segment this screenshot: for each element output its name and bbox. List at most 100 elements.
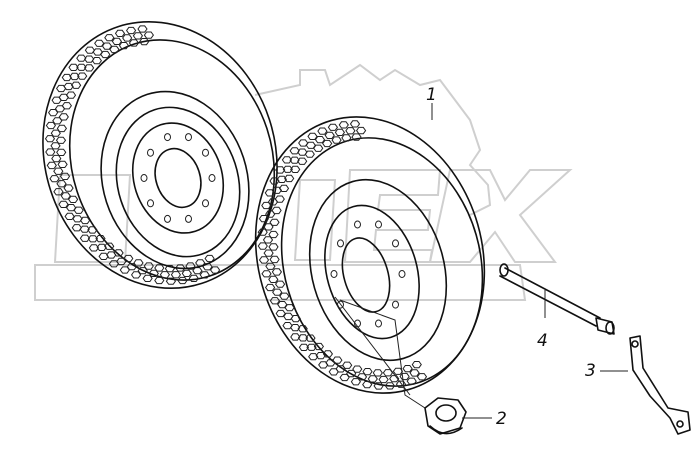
- tread-block: [324, 131, 335, 139]
- tread-block: [65, 91, 77, 99]
- tread-block: [264, 283, 276, 292]
- tread-block: [44, 135, 56, 143]
- tread-block: [389, 375, 400, 383]
- tread-block: [264, 189, 275, 197]
- tread-block: [185, 262, 196, 270]
- tread-block: [367, 375, 378, 383]
- tread-block: [101, 42, 113, 50]
- tread-block: [351, 133, 362, 141]
- tread-block: [71, 224, 82, 232]
- tread-block: [69, 72, 80, 81]
- tread-block: [308, 353, 319, 361]
- leader-lines: [431, 103, 628, 419]
- tread-block: [338, 121, 349, 129]
- spare-wheel-assembly: [254, 116, 486, 409]
- tread-block: [271, 186, 283, 194]
- tread-block: [177, 276, 188, 285]
- tread-block: [57, 160, 68, 168]
- tread-block: [409, 369, 420, 377]
- tread-block: [315, 352, 326, 360]
- tread-block: [306, 343, 317, 351]
- tread-block: [279, 292, 290, 300]
- tread-block: [79, 216, 91, 225]
- tread-block: [314, 136, 326, 144]
- tread-block: [304, 150, 315, 158]
- wheel-studs-left: [140, 133, 216, 223]
- tread-block: [305, 141, 316, 149]
- tread-block: [61, 73, 72, 82]
- tread-block: [142, 274, 153, 282]
- tread-block: [104, 34, 115, 42]
- tread-block: [192, 267, 203, 275]
- tread-block: [209, 266, 221, 274]
- tread-block: [199, 271, 210, 279]
- tread-block: [64, 212, 75, 220]
- tread-block: [341, 134, 352, 142]
- tread-block: [268, 243, 279, 251]
- tread-block: [154, 276, 165, 285]
- tread-block: [83, 64, 95, 72]
- tread-block: [355, 126, 367, 135]
- wheel-stud: [164, 214, 171, 223]
- tread-block: [284, 304, 295, 312]
- tread-block: [128, 39, 140, 47]
- tread-block: [342, 361, 353, 369]
- wheel-stud: [375, 319, 382, 328]
- tread-block: [352, 365, 363, 373]
- tread-block: [94, 39, 105, 47]
- tread-block: [58, 200, 69, 208]
- tread-block: [139, 38, 150, 46]
- tread-block: [313, 144, 324, 152]
- tread-block: [297, 334, 309, 342]
- tread-block: [318, 361, 329, 369]
- tread-block: [56, 148, 67, 156]
- wheel-stud: [398, 270, 406, 278]
- tread-block: [278, 184, 290, 192]
- tread-block: [275, 309, 286, 318]
- tread-block: [125, 26, 137, 35]
- tread-block: [137, 25, 148, 33]
- tread-block: [84, 46, 96, 54]
- tread-block: [56, 124, 68, 133]
- tread-block: [170, 271, 182, 279]
- tread-block: [406, 377, 417, 385]
- wheel-stud: [375, 220, 382, 229]
- tread-block: [53, 188, 64, 196]
- tread-block: [61, 102, 73, 110]
- tread-block: [165, 277, 177, 285]
- wheel-stud: [185, 214, 192, 223]
- tread-block: [98, 252, 109, 260]
- tread-block: [73, 206, 84, 214]
- tread-block: [91, 57, 103, 65]
- tread-block: [297, 148, 308, 156]
- callout-1: 1: [426, 85, 437, 105]
- tread-block: [123, 254, 134, 263]
- tread-block: [56, 180, 67, 188]
- tread-block: [268, 275, 279, 283]
- tread-block: [79, 225, 90, 233]
- tread-block: [87, 235, 99, 243]
- tread-block: [118, 42, 130, 50]
- tread-block: [274, 195, 285, 203]
- tread-block: [281, 156, 293, 164]
- rear-wheel-assembly: [42, 20, 278, 290]
- wheel-stud: [147, 148, 154, 157]
- tread-block: [349, 120, 361, 128]
- tread-block: [271, 268, 283, 276]
- watermark-logo: [34, 63, 573, 301]
- callout-2: 2: [496, 409, 507, 429]
- tread-block: [109, 45, 120, 54]
- tread-block: [188, 274, 199, 282]
- tread-block: [76, 54, 87, 62]
- tread-block: [53, 167, 64, 175]
- callout-4: 4: [537, 331, 548, 351]
- tread-block: [58, 113, 69, 121]
- tread-block: [67, 195, 79, 203]
- wheel-stud: [337, 300, 344, 309]
- tread-block: [298, 343, 310, 351]
- tread-block: [143, 262, 154, 270]
- tread-block: [290, 315, 301, 323]
- tread-block: [411, 361, 422, 369]
- wheel-stud: [392, 239, 399, 248]
